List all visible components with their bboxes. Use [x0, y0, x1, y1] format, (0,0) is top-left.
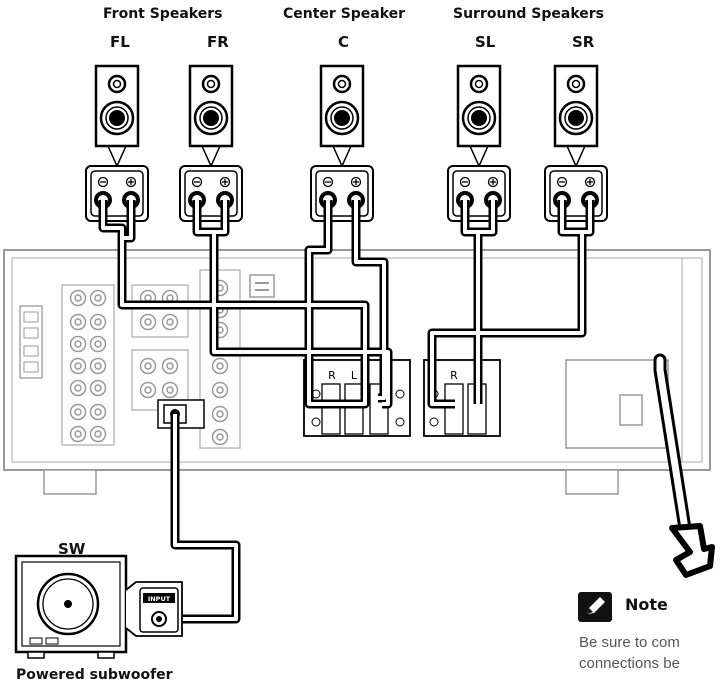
subwoofer-label: Powered subwoofer	[16, 667, 173, 683]
pencil-note-icon	[578, 592, 612, 622]
group-label-center: Center Speaker	[283, 6, 406, 22]
channel-label-sr: SR	[572, 33, 595, 51]
group-label-front: Front Speakers	[103, 6, 223, 22]
terminal-label-r-surround: R	[450, 369, 458, 382]
speaker-terminal-fl	[85, 165, 149, 222]
note-title: Note	[625, 595, 668, 614]
powered-subwoofer	[14, 554, 183, 659]
channel-label-sl: SL	[475, 33, 496, 51]
channel-label-fr: FR	[207, 33, 229, 51]
speaker-fl	[94, 64, 140, 148]
receiver-surround-terminals	[423, 359, 501, 437]
speaker-sr	[553, 64, 599, 148]
channel-label-c: C	[338, 33, 350, 51]
power-cord-arrow-icon	[669, 523, 715, 578]
speaker-terminal-sl	[447, 165, 511, 222]
speaker-terminal-c	[310, 165, 374, 222]
speaker-terminal-sr	[544, 165, 608, 222]
group-label-surround: Surround Speakers	[453, 6, 605, 22]
channel-label-sw: SW	[58, 540, 86, 558]
terminal-label-l-front: L	[351, 369, 358, 382]
speaker-fr	[188, 64, 234, 148]
note-line-1: Be sure to com	[579, 634, 680, 651]
channel-label-fl: FL	[110, 33, 130, 51]
input-label: INPUT	[148, 595, 171, 603]
speaker-sl	[456, 64, 502, 148]
speaker-terminal-fr	[179, 165, 243, 222]
note-text: Be sure to com connections be	[579, 632, 680, 674]
note-line-2: connections be	[579, 655, 680, 672]
speaker-c	[319, 64, 365, 148]
terminal-label-r-front: R	[328, 369, 336, 382]
